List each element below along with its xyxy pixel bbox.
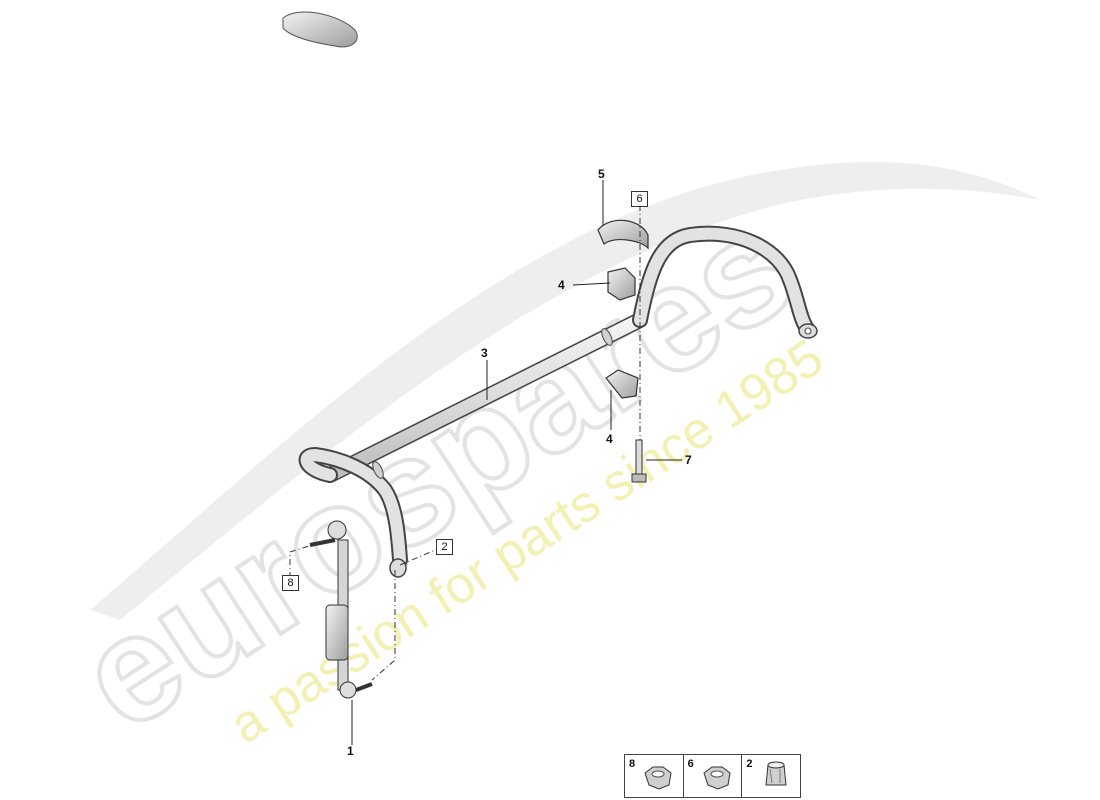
loose-part-top [282,11,358,48]
callout-4-lower: 4 [606,432,613,446]
stabilizer-bar [298,225,818,578]
callout-4-upper: 4 [558,278,565,292]
bolt-part-7 [631,439,647,483]
bushing-part-4-lower [605,369,639,399]
legend-number: 6 [687,758,694,770]
coupling-link-part-1 [309,520,373,699]
reference-lines [289,205,641,681]
watermark-brand: eurospares [51,180,821,761]
watermark-swoosh [90,161,1040,620]
legend-number: 8 [629,758,636,770]
sleeve-nut-icon [765,761,787,786]
bushing-part-4-upper [607,267,636,301]
leader-lines [351,180,682,745]
callout-7: 7 [685,453,692,467]
callout-1: 1 [347,744,354,758]
legend-item: 2 [742,755,800,797]
boxed-ref-6: 6 [631,191,648,207]
boxed-ref-2: 2 [436,539,453,555]
legend-item: 6 [684,755,743,797]
callout-3: 3 [481,346,488,360]
parts-legend: 8 6 2 [624,754,801,798]
callout-5: 5 [598,167,605,181]
nut-icon [703,766,731,790]
legend-item: 8 [625,755,684,797]
bracket-part-5 [597,219,649,250]
boxed-ref-8: 8 [282,575,299,591]
nut-icon [644,766,672,790]
legend-number: 2 [746,758,753,770]
